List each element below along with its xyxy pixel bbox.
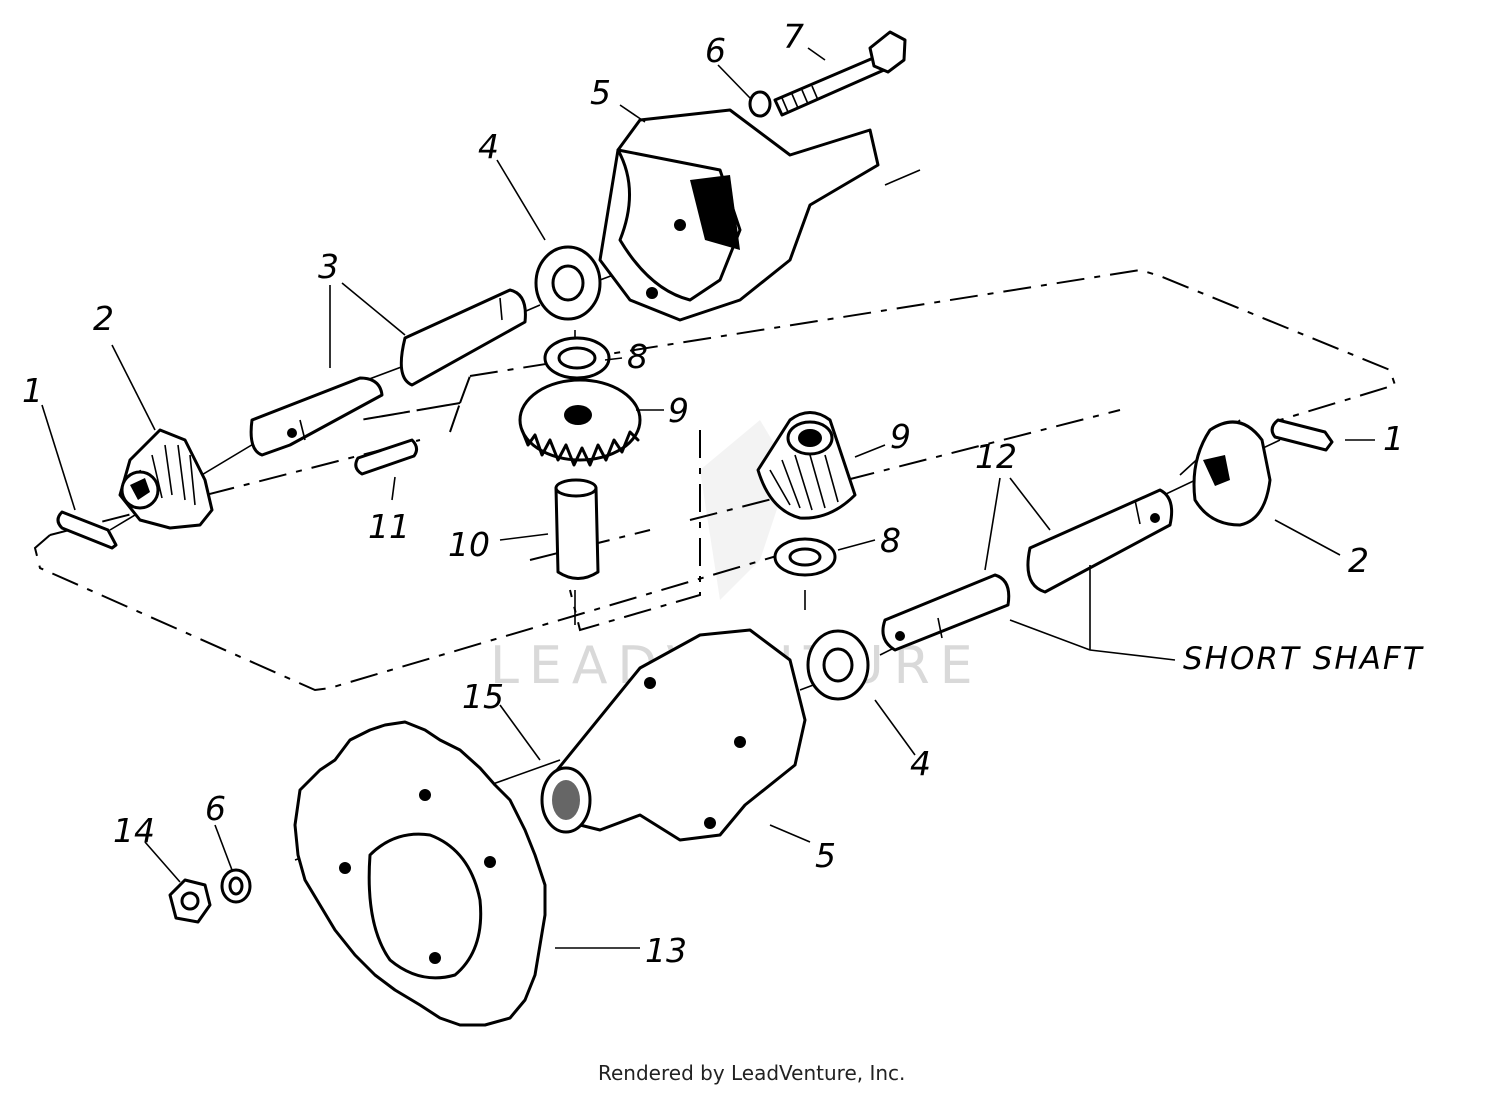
callout-4-lower: 4 [910, 744, 931, 783]
part-10-cross-pin [554, 478, 600, 580]
part-9-pinion-lower [756, 411, 857, 520]
callout-1-right: 1 [1383, 419, 1404, 458]
callout-8-lower: 8 [880, 521, 901, 560]
callout-4-upper: 4 [478, 127, 499, 166]
part-11-roll-pin [354, 438, 419, 476]
part-3-shaft-long [399, 288, 527, 387]
part-2-bevel-gear-left [118, 428, 214, 530]
callout-12: 12 [975, 437, 1017, 476]
callout-5-upper: 5 [590, 73, 611, 112]
callout-6-lower: 6 [205, 789, 226, 828]
part-2-bevel-gear-right [1192, 420, 1272, 527]
callout-14: 14 [113, 811, 155, 850]
part-8-washer-upper [543, 336, 611, 380]
callout-5-lower: 5 [815, 836, 836, 875]
callout-15: 15 [462, 677, 504, 716]
part-12-shaft-long [1026, 488, 1174, 594]
part-5-housing-upper [598, 108, 880, 322]
callout-1-left: 1 [22, 371, 43, 410]
short-shaft-label: SHORT SHAFT [1183, 641, 1424, 677]
callout-9-upper: 9 [668, 391, 689, 430]
callout-7: 7 [783, 17, 804, 56]
callout-2-right: 2 [1348, 541, 1369, 580]
part-14-nut [168, 878, 212, 924]
callout-2-left: 2 [93, 299, 114, 338]
part-7-bolt [773, 30, 907, 117]
callout-10: 10 [448, 525, 490, 564]
part-4-washer-lower [806, 629, 870, 701]
part-6-lockwasher-lower [220, 868, 252, 904]
part-4-washer-upper [534, 245, 602, 321]
part-1-pin-right [1270, 418, 1334, 452]
part-5-housing-lower [540, 628, 807, 842]
callout-6-upper: 6 [705, 31, 726, 70]
callout-8-upper: 8 [627, 337, 648, 376]
callout-labels: 1 1 2 2 3 4 4 5 5 6 6 7 8 8 9 9 10 11 12… [22, 17, 1424, 970]
part-3-shaft-short [249, 376, 384, 457]
part-1-pin-left [56, 510, 118, 550]
footer-credit: Rendered by LeadVenture, Inc. [598, 1061, 905, 1085]
part-12-shaft-short [881, 573, 1011, 652]
leader-lines [41, 47, 1375, 949]
callout-11: 11 [368, 507, 410, 546]
callout-13: 13 [645, 931, 687, 970]
part-9-pinion-upper [518, 378, 642, 467]
part-8-washer-lower [773, 537, 837, 577]
callout-9-lower: 9 [890, 417, 911, 456]
part-6-lockwasher-upper [748, 90, 772, 118]
part-13-sprocket [293, 720, 547, 1027]
callout-3: 3 [318, 247, 339, 286]
